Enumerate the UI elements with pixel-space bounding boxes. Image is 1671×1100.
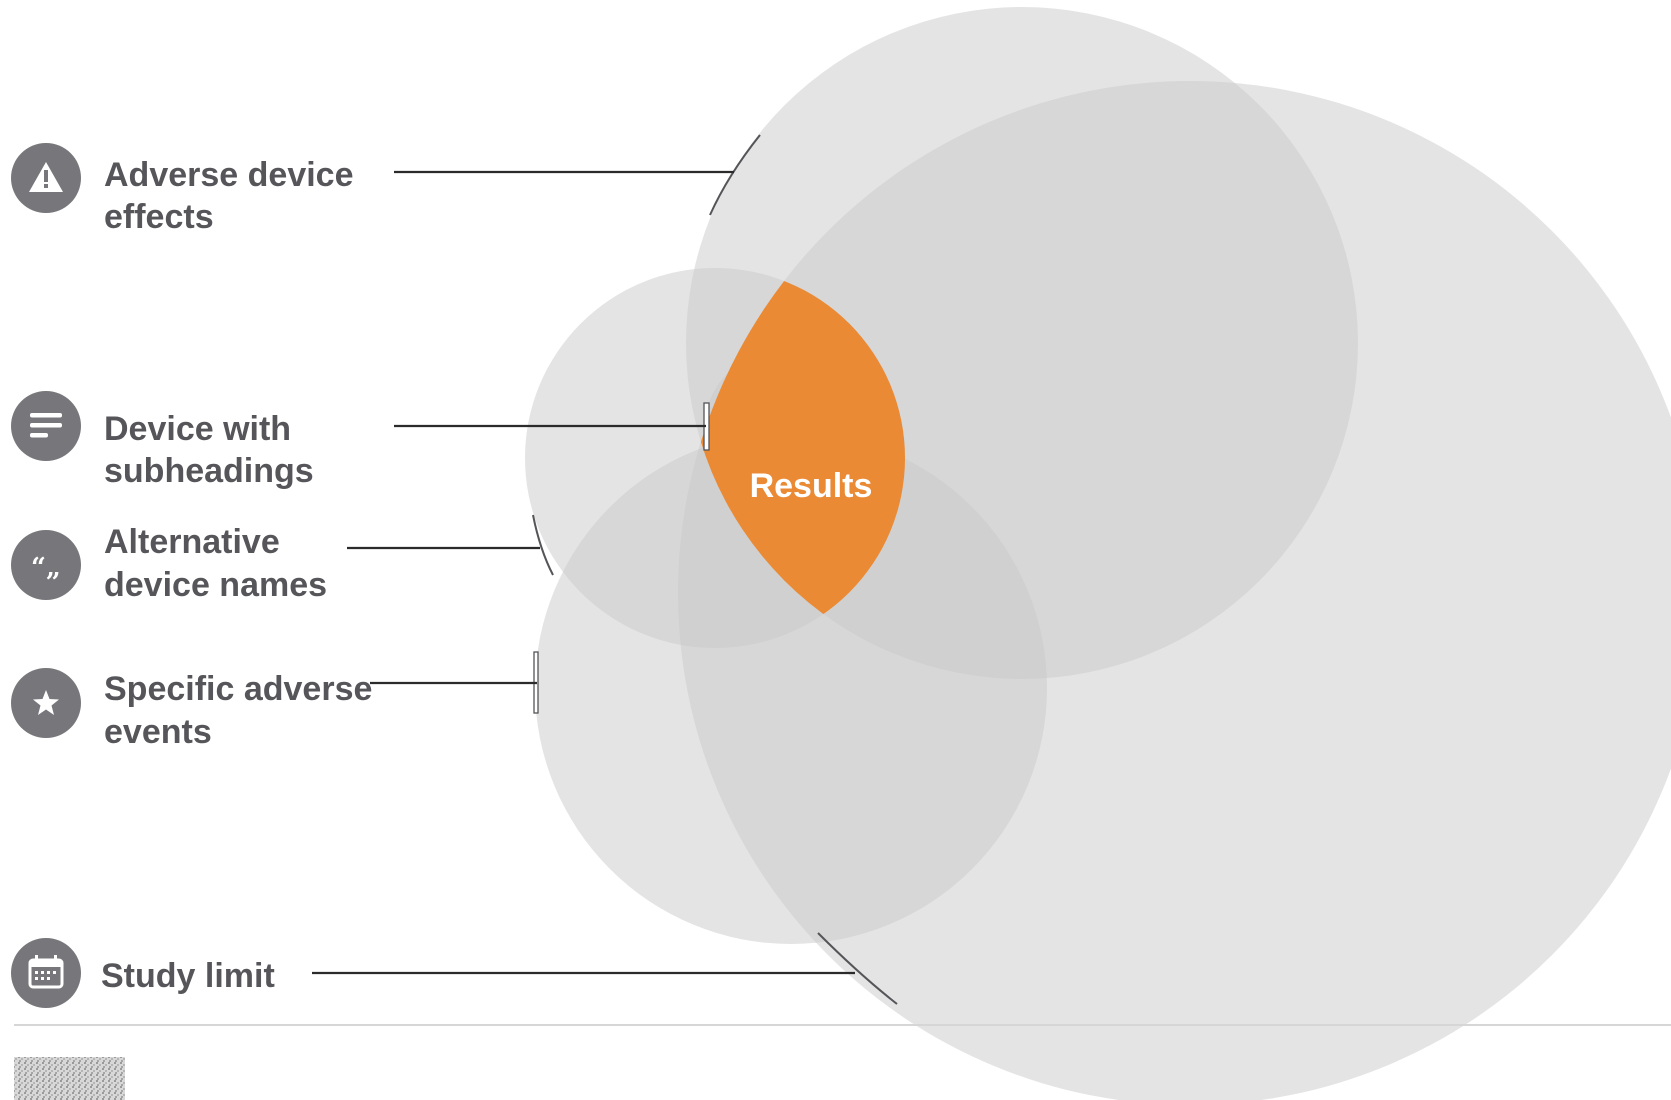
item-label: Adverse device effects bbox=[104, 156, 363, 236]
svg-text:“„: “„ bbox=[31, 553, 61, 583]
leader-arc-alternative bbox=[532, 514, 554, 576]
item-specific-adverse-events: Specific adverse events bbox=[11, 668, 382, 751]
results-label: Results bbox=[750, 467, 873, 505]
item-label: Alternative device names bbox=[104, 523, 327, 604]
circle-specific-adverse-events bbox=[535, 432, 1047, 944]
warning-icon bbox=[11, 143, 81, 213]
item-alternative-device-names: “„ Alternative device names bbox=[11, 523, 327, 604]
star-icon bbox=[11, 668, 81, 738]
leader-arc-adverse bbox=[709, 134, 761, 216]
item-label: Device with subheadings bbox=[104, 410, 314, 490]
quote-icon: “„ bbox=[11, 530, 81, 600]
label-line: events bbox=[104, 713, 212, 751]
item-adverse-device-effects: Adverse device effects bbox=[11, 143, 363, 236]
label-line: device names bbox=[104, 566, 327, 604]
label-line: effects bbox=[104, 198, 214, 236]
leader-arc-study bbox=[817, 932, 898, 1005]
calendar-icon bbox=[11, 938, 81, 1008]
item-device-with-subheadings: Device with subheadings bbox=[11, 391, 314, 490]
text-lines-icon bbox=[11, 391, 81, 461]
item-label: Specific adverse events bbox=[104, 670, 382, 751]
item-label: Study limit bbox=[101, 957, 275, 995]
publisher-logo bbox=[14, 1057, 125, 1100]
label-line: Specific adverse bbox=[104, 670, 372, 708]
label-line: Alternative bbox=[104, 523, 280, 561]
label-line: subheadings bbox=[104, 452, 314, 490]
label-line: Device with bbox=[104, 410, 291, 448]
label-line: Study limit bbox=[101, 957, 275, 995]
label-line: Adverse device bbox=[104, 156, 354, 194]
item-study-limit: Study limit bbox=[11, 938, 275, 1008]
